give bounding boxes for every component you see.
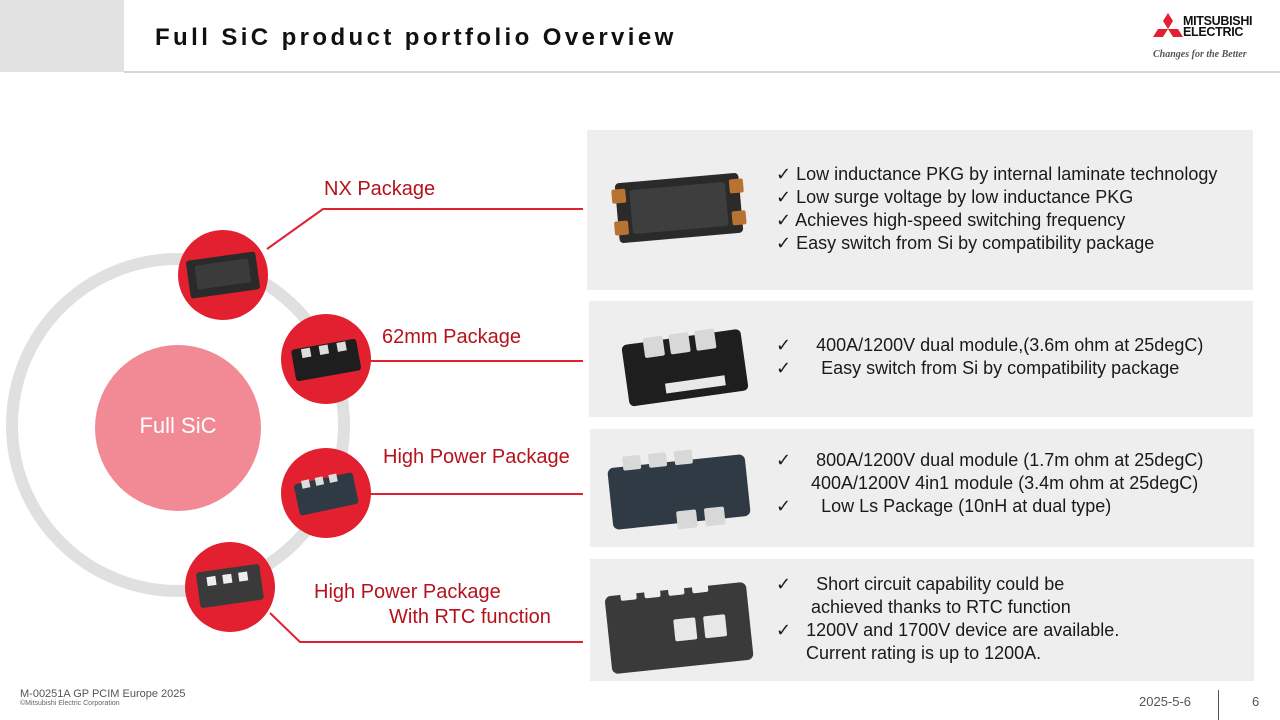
rtc-feature-item: Current rating is up to 1200A. xyxy=(776,643,1042,663)
62mm-package-label: 62mm Package xyxy=(382,326,521,348)
62mm-package-thumb xyxy=(281,314,371,404)
footer-divider xyxy=(1218,690,1219,720)
three-diamonds-icon xyxy=(1153,13,1183,37)
rtc-feature-item: achieved thanks to RTC function xyxy=(776,597,1071,617)
portfolio-ring xyxy=(6,253,350,597)
rtc-package-label-line2: With RTC function xyxy=(389,606,551,628)
hpp-package-label: High Power Package xyxy=(383,446,570,468)
rtc-module-image xyxy=(605,578,754,674)
document-id: M-00251A GP PCIM Europe 2025 xyxy=(20,688,186,700)
nx-package-panel: ✓ Low inductance PKG by internal laminat… xyxy=(587,130,1253,290)
full-sic-label: Full SiC xyxy=(139,413,217,438)
hpp-module-image xyxy=(607,449,751,530)
header-divider xyxy=(124,71,1280,73)
62mm-module-image xyxy=(621,328,749,407)
page-number: 6 xyxy=(1252,694,1260,709)
62mm-feature-list: ✓ 400A/1200V dual module,(3.6m ohm at 25… xyxy=(776,334,1203,380)
hpp-package-thumb xyxy=(281,448,371,538)
nx-feature-item: ✓ Achieves high-speed switching frequenc… xyxy=(776,210,1126,230)
rtc-feature-list: ✓ Short circuit capability could be achi… xyxy=(776,573,1119,665)
62mm-package-panel: ✓ 400A/1200V dual module,(3.6m ohm at 25… xyxy=(589,301,1253,417)
page-title: Full SiC product portfolio Overview xyxy=(155,24,677,51)
rtc-connector-line xyxy=(269,612,583,643)
nx-package-label: NX Package xyxy=(324,178,436,200)
hpp-feature-list: ✓ 800A/1200V dual module (1.7m ohm at 25… xyxy=(776,449,1203,518)
rtc-feature-item: ✓ Short circuit capability could be xyxy=(776,574,1065,594)
rtc-package-label-line1: High Power Package xyxy=(314,581,501,603)
copyright-notice: ©Mitsubishi Electric Corporation xyxy=(20,700,120,707)
hpp-package-panel: ✓ 800A/1200V dual module (1.7m ohm at 25… xyxy=(590,429,1254,547)
hpp-feature-item: ✓ Low Ls Package (10nH at dual type) xyxy=(776,496,1112,516)
logo-tagline: Changes for the Better xyxy=(1153,49,1247,60)
62mm-feature-item: ✓ Easy switch from Si by compatibility p… xyxy=(776,358,1180,378)
62mm-feature-item: ✓ 400A/1200V dual module,(3.6m ohm at 25… xyxy=(776,335,1204,355)
nx-connector-line xyxy=(266,208,583,250)
center-circle xyxy=(95,345,261,511)
rtc-feature-item: ✓ 1200V and 1700V device are available. xyxy=(776,620,1120,640)
header-accent-block xyxy=(0,0,124,72)
nx-feature-item: ✓ Low inductance PKG by internal laminat… xyxy=(776,164,1218,184)
hpp-feature-item: ✓ 800A/1200V dual module (1.7m ohm at 25… xyxy=(776,450,1204,470)
nx-module-image xyxy=(611,173,747,243)
rtc-package-panel: ✓ Short circuit capability could be achi… xyxy=(590,559,1254,681)
nx-package-thumb xyxy=(178,230,268,320)
rtc-package-thumb xyxy=(185,542,275,632)
hpp-feature-item: 400A/1200V 4in1 module (3.4m ohm at 25de… xyxy=(776,473,1199,493)
nx-feature-item: ✓ Easy switch from Si by compatibility p… xyxy=(776,233,1155,253)
logo-brand-text: MITSUBISHI ELECTRIC xyxy=(1183,14,1253,39)
mitsubishi-logo: MITSUBISHI ELECTRIC Changes for the Bett… xyxy=(1153,13,1265,63)
slide-date: 2025-5-6 xyxy=(1139,694,1192,709)
nx-feature-item: ✓ Low surge voltage by low inductance PK… xyxy=(776,187,1134,207)
nx-feature-list: ✓ Low inductance PKG by internal laminat… xyxy=(776,163,1217,255)
